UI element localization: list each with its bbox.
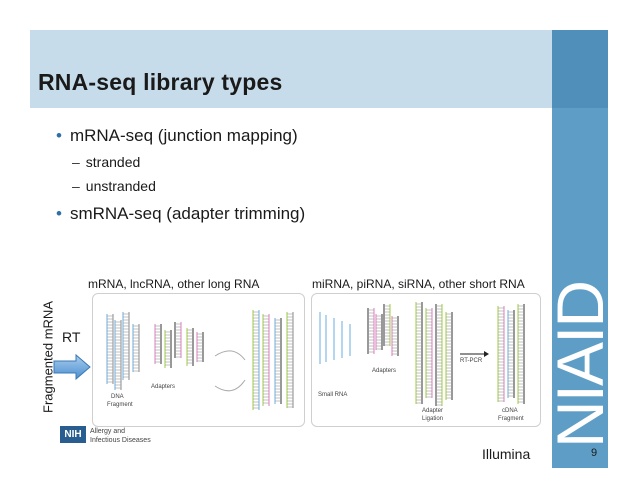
dna-strand-icon [154, 324, 162, 364]
dna-strand-icon [517, 304, 525, 404]
dna-strand-icon [383, 304, 391, 346]
sub-bullet-text: unstranded [85, 178, 156, 194]
bullet-text: smRNA-seq (adapter trimming) [69, 204, 306, 223]
adapters-label-left: Adapters [151, 384, 175, 390]
dna-fragment-label-2: Fragment [107, 402, 133, 408]
dna-strand-icon [274, 318, 282, 404]
dna-strand-icon [174, 322, 182, 358]
dna-strand-icon [349, 324, 357, 356]
dna-strand-icon [333, 318, 341, 360]
side-band [552, 30, 608, 468]
dna-strand-icon [122, 312, 130, 380]
nih-text-line: Allergy and [90, 428, 126, 435]
cdna-fragment-label-1: cDNA [502, 408, 518, 414]
dna-strand-icon [507, 310, 515, 398]
dna-strand-icon [435, 304, 443, 406]
sub-bullet-stranded: –stranded [72, 154, 140, 170]
adapter-ligation-label-2: Ligation [422, 416, 443, 422]
small-rna-label: Small RNA [318, 392, 347, 398]
dna-strand-icon [196, 332, 204, 362]
dna-strand-icon [367, 308, 375, 354]
dna-strand-icon [425, 308, 433, 398]
dna-strand-icon [415, 302, 423, 404]
slide-title: RNA-seq library types [38, 69, 283, 95]
niaid-logo: NIAID [543, 281, 617, 449]
rt-label: RT [62, 329, 81, 345]
side-band-top [552, 30, 608, 108]
nih-text-line: Infectious Diseases [90, 437, 151, 444]
bullet-icon: • [56, 204, 62, 223]
short-rna-panel: RT-PCR Adapters Small RNA Adapter Ligati… [311, 293, 541, 427]
image-credit: Illumina [482, 446, 531, 462]
dna-strand-icon [286, 312, 294, 408]
bullet-item-mrna: • mRNA-seq (junction mapping) [56, 126, 298, 146]
dna-strand-icon [252, 310, 260, 410]
dna-strand-icon [164, 330, 172, 368]
dna-strand-icon [325, 315, 333, 362]
dna-strand-icon [375, 314, 383, 350]
dash-icon: – [72, 154, 80, 170]
dna-strand-icon [341, 321, 349, 358]
dna-strand-icon [445, 312, 453, 400]
dna-fragment-label-1: DNA [111, 394, 124, 400]
adapter-ligation-label-1: Adapter [422, 408, 443, 414]
dna-strand-icon [106, 314, 114, 384]
nih-institute-text: Allergy and Infectious Diseases [90, 427, 151, 445]
rt-pcr-label: RT-PCR [460, 358, 483, 364]
right-figure-caption: miRNA, piRNA, siRNA, other short RNA [312, 277, 525, 291]
dna-strand-icon [262, 314, 270, 406]
dna-strand-icon [186, 328, 194, 366]
bullet-item-smrna: • smRNA-seq (adapter trimming) [56, 204, 305, 224]
nih-logo: NIH [60, 426, 86, 443]
bullet-icon: • [56, 126, 62, 145]
dna-strand-icon [132, 324, 140, 372]
long-rna-panel: DNA Fragment Adapters [92, 293, 305, 427]
dna-strand-icon [319, 312, 327, 364]
cdna-fragment-label-2: Fragment [498, 416, 524, 422]
long-rna-diagram: DNA Fragment Adapters [106, 310, 294, 410]
dash-icon: – [72, 178, 80, 194]
title-band [30, 30, 552, 108]
sub-bullet-text: stranded [85, 154, 141, 170]
short-rna-diagram: RT-PCR Adapters Small RNA Adapter Ligati… [318, 302, 525, 422]
dna-strand-icon [391, 316, 399, 356]
sub-bullet-unstranded: –unstranded [72, 178, 156, 194]
left-figure-caption: mRNA, lncRNA, other long RNA [88, 277, 260, 291]
adapters-label-right: Adapters [372, 368, 396, 374]
rt-arrow-icon [53, 353, 91, 381]
page-number: 9 [591, 447, 598, 459]
dna-strand-icon [497, 306, 505, 402]
bullet-text: mRNA-seq (junction mapping) [69, 126, 298, 145]
dna-strand-icon [114, 320, 122, 390]
